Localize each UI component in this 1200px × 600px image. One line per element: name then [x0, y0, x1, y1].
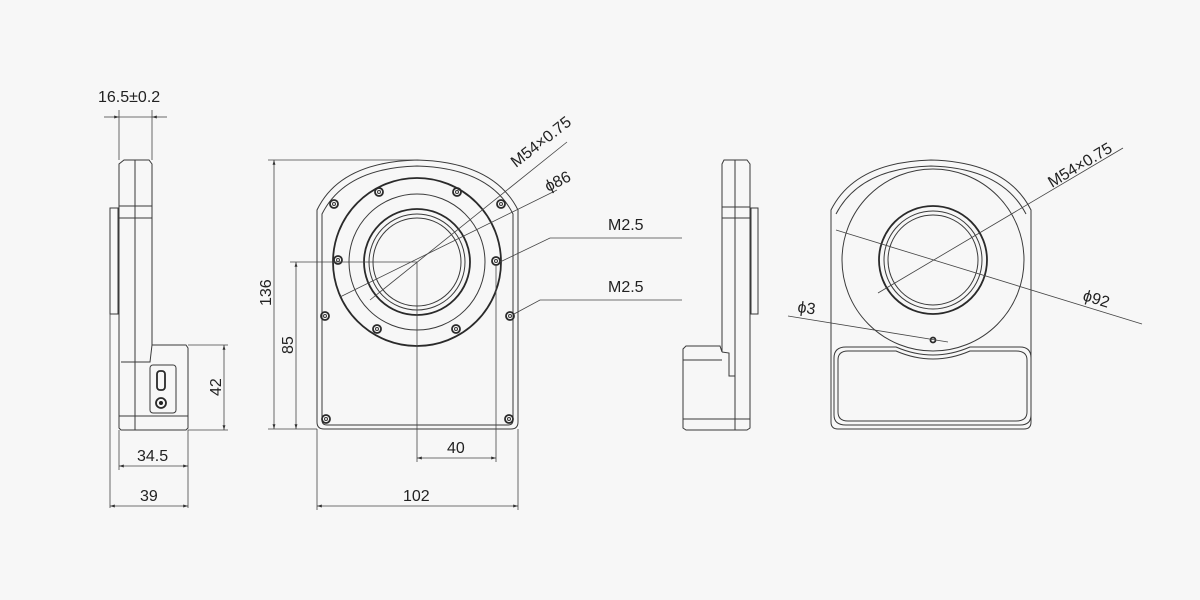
- thread-label-back: M54×0.75: [1045, 140, 1115, 192]
- outer-dia-label: ϕ92: [1081, 288, 1112, 312]
- dim-base-height-label: 42: [208, 378, 225, 396]
- hole-dia-label: ϕ3: [796, 299, 816, 318]
- dim-width-label: 102: [403, 488, 430, 505]
- screw-bottom-label: M2.5: [608, 279, 644, 296]
- screw-holes: [320, 187, 515, 424]
- usb-c-port-icon: [156, 370, 166, 391]
- dim-base-depth-label: 34.5: [137, 448, 168, 465]
- dim-height-total-label: 136: [258, 279, 275, 306]
- dim-center-offset-label: 40: [447, 440, 465, 457]
- dim-center-height-label: 85: [280, 336, 297, 354]
- right-side-view: [682, 159, 759, 431]
- left-side-view: [104, 110, 228, 508]
- flange-dia-label: ϕ86: [542, 169, 574, 196]
- dc-jack-icon: [155, 397, 167, 409]
- screw-top-label: M2.5: [608, 217, 644, 234]
- front-view: [268, 141, 682, 510]
- back-view: [787, 147, 1143, 430]
- dim-total-depth-label: 39: [140, 488, 158, 505]
- dim-thickness-label: 16.5±0.2: [98, 89, 160, 106]
